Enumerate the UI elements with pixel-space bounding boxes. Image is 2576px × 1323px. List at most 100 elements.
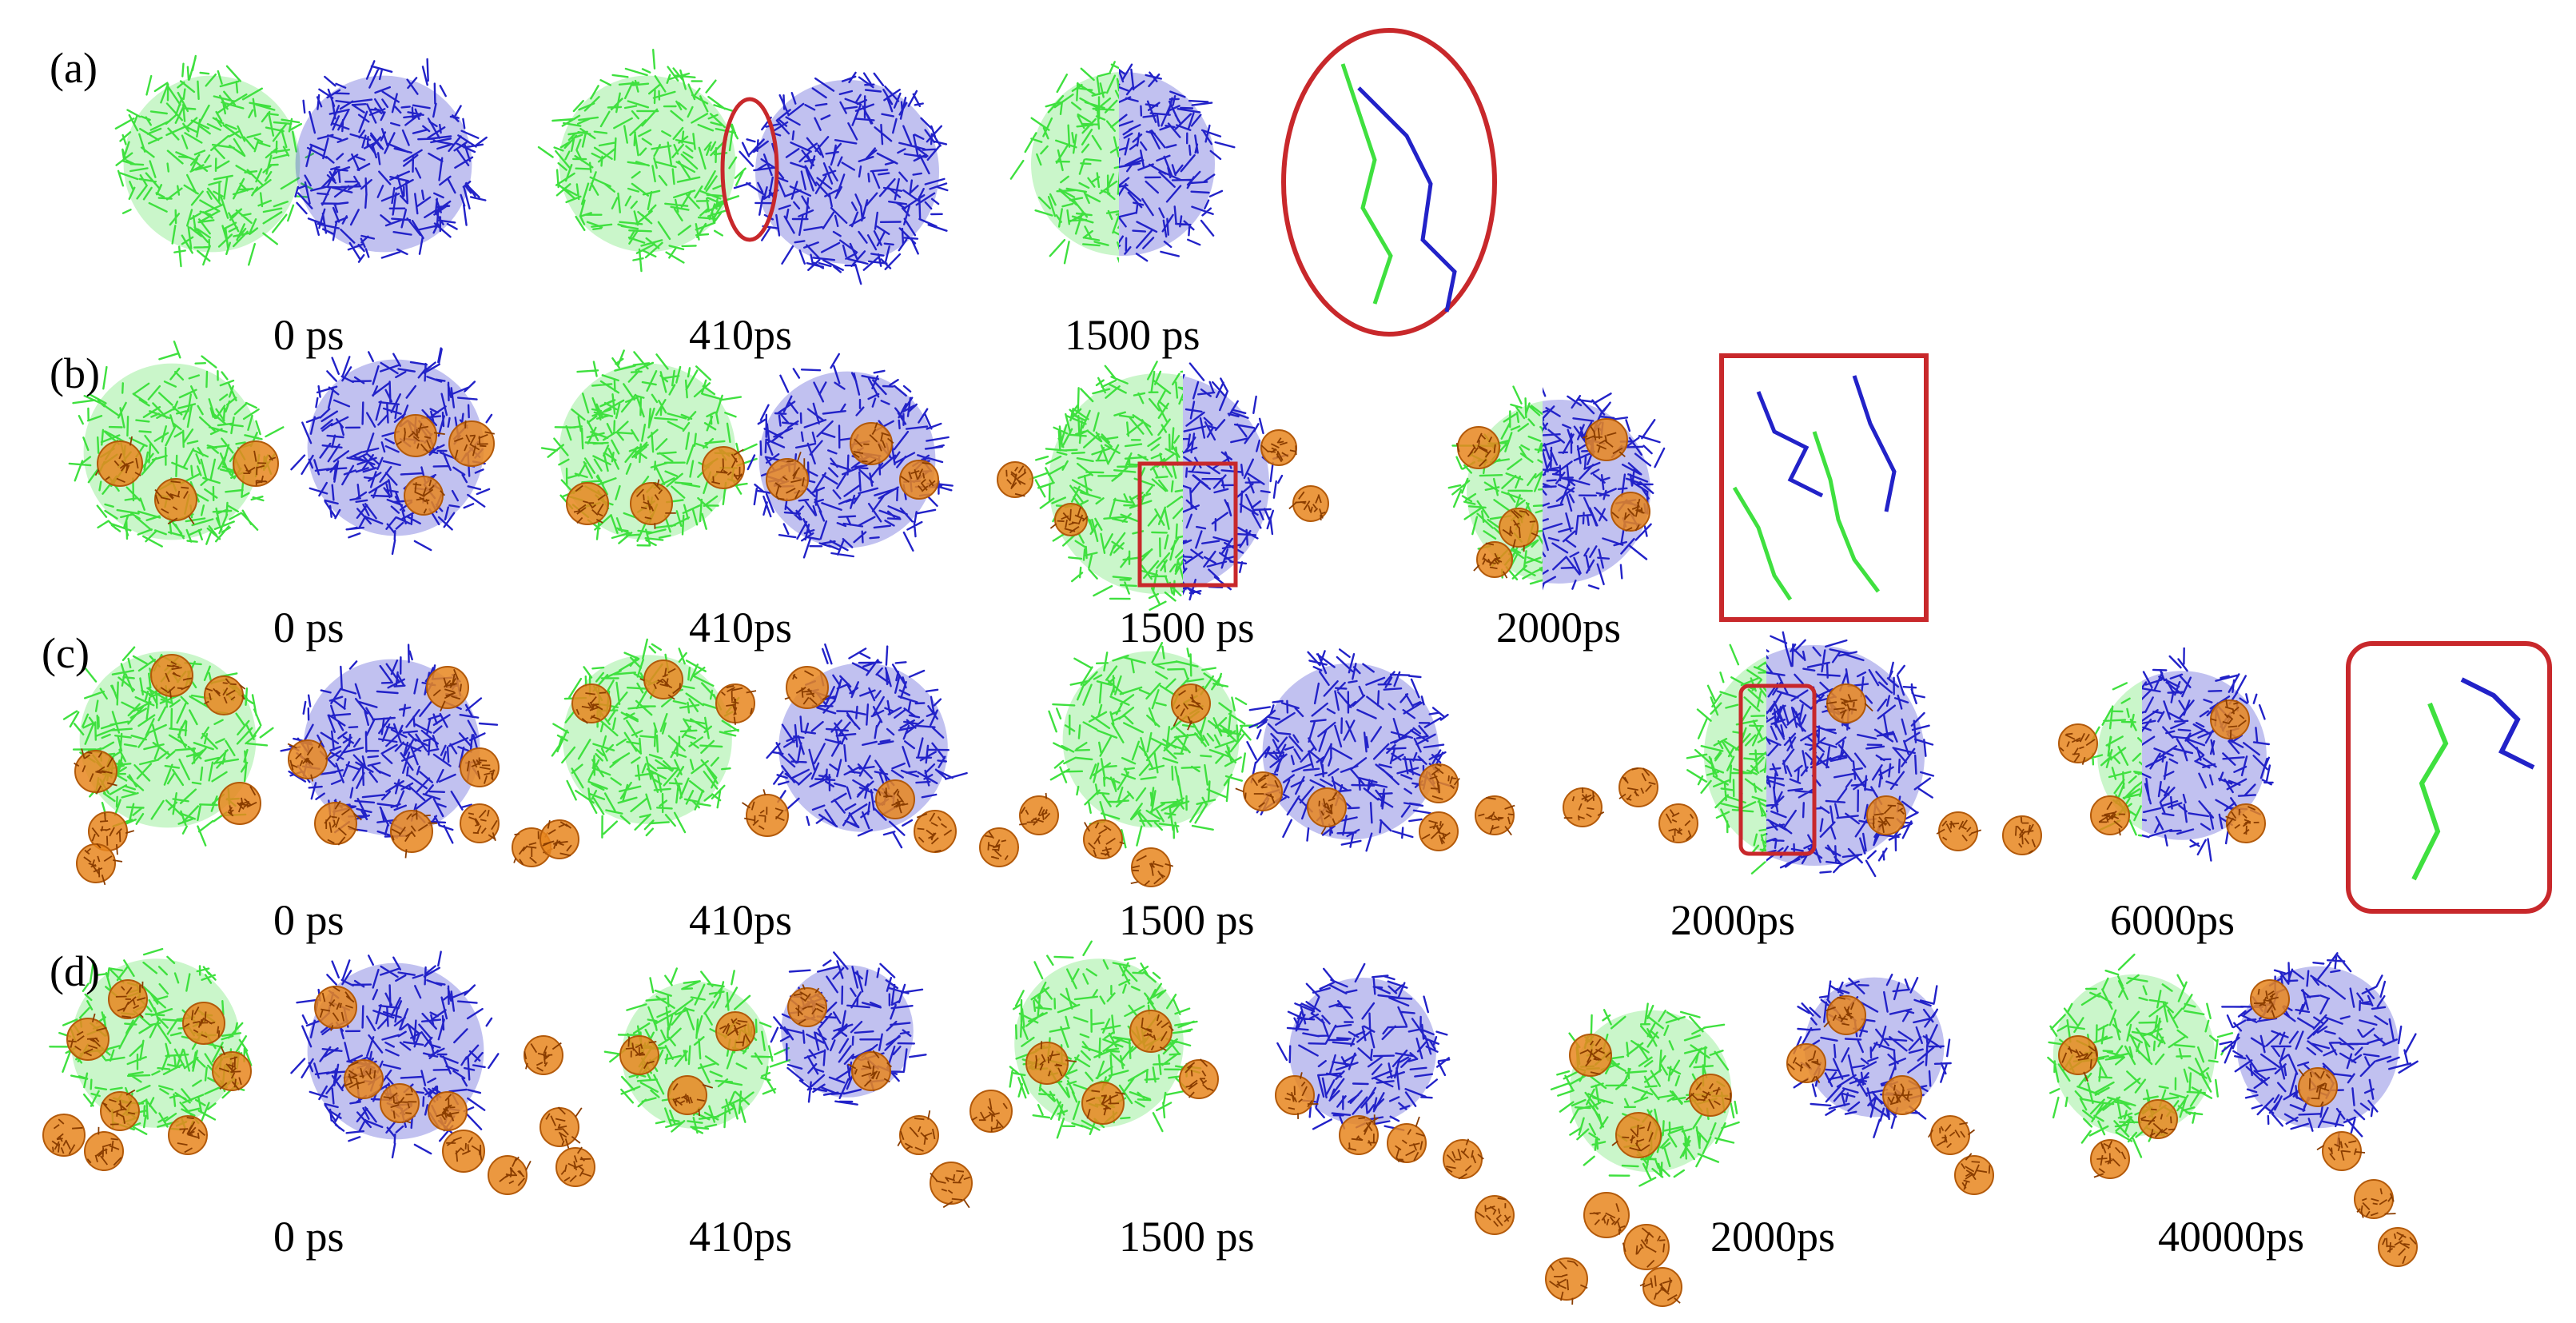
asphaltene-cluster <box>1387 1116 1427 1163</box>
asphaltene-cluster <box>1639 1267 1682 1307</box>
asphaltene-cluster <box>390 809 437 859</box>
time-label: 410ps <box>689 1213 793 1261</box>
asphaltene-cluster <box>1171 683 1211 731</box>
asphaltene-cluster <box>1569 1034 1612 1077</box>
asphaltene-cluster <box>1954 1153 1994 1195</box>
time-label: 1500 ps <box>1065 311 1200 359</box>
highlight-markers <box>720 28 2552 914</box>
asphaltene-cluster <box>715 1011 755 1051</box>
asphaltene-cluster <box>1339 1114 1379 1155</box>
asphaltene-cluster <box>766 452 809 501</box>
asphaltene-cluster <box>343 1059 384 1099</box>
asphaltene-cluster <box>1618 767 1658 807</box>
asphaltene-cluster <box>639 660 683 700</box>
green-cluster <box>2047 953 2234 1158</box>
asphaltene-cluster <box>2058 723 2098 765</box>
asphaltene-cluster <box>1882 1075 1922 1115</box>
asphaltene-cluster <box>168 1115 208 1155</box>
panel-label-d: (d) <box>50 947 100 995</box>
asphaltene-cluster <box>108 979 148 1019</box>
asphaltene-cluster <box>897 1110 939 1155</box>
zoom-inset <box>2346 641 2552 914</box>
asphaltene-cluster <box>460 747 500 787</box>
green-cluster <box>551 638 740 839</box>
time-label: 2000ps <box>1670 896 1796 944</box>
asphaltene-cluster <box>914 810 957 853</box>
green-cluster <box>537 49 747 273</box>
time-label: 0 ps <box>273 1213 344 1261</box>
green-cluster <box>1009 940 1202 1139</box>
asphaltene-cluster <box>847 1050 893 1091</box>
asphaltene-cluster <box>566 482 609 525</box>
asphaltene-cluster <box>2058 1035 2098 1082</box>
asphaltene-cluster <box>394 414 445 457</box>
asphaltene-cluster <box>1083 819 1125 859</box>
highlight-box <box>1738 683 1817 856</box>
asphaltene-cluster <box>1260 429 1297 466</box>
asphaltene-cluster <box>1235 771 1283 811</box>
asphaltene-cluster <box>1928 1115 1976 1155</box>
asphaltene-cluster <box>784 666 830 709</box>
asphaltene-cluster <box>84 1126 124 1171</box>
time-label: 6000ps <box>2110 896 2236 944</box>
time-label: 0 ps <box>273 896 344 944</box>
asphaltene-cluster <box>969 1090 1013 1133</box>
asphaltene-cluster <box>2225 803 2266 843</box>
asphaltene-cluster <box>1866 795 1906 835</box>
asphaltene-cluster <box>2378 1227 2418 1267</box>
asphaltene-cluster <box>2002 815 2042 855</box>
asphaltene-cluster <box>1129 1010 1174 1053</box>
asphaltene-cluster <box>1786 1043 1826 1084</box>
blue-cluster <box>770 951 927 1106</box>
asphaltene-cluster <box>404 476 446 516</box>
time-label: 0 ps <box>273 311 344 359</box>
asphaltene-cluster <box>1081 1082 1125 1125</box>
panel-label-a: (a) <box>50 44 98 92</box>
asphaltene-cluster <box>539 819 579 859</box>
asphaltene-cluster <box>2316 1131 2366 1171</box>
blue-cluster <box>290 950 500 1159</box>
asphaltene-cluster <box>1179 1058 1219 1099</box>
asphaltene-cluster <box>380 1083 420 1124</box>
asphaltene-cluster <box>979 827 1019 867</box>
asphaltene-cluster <box>2354 1179 2396 1219</box>
asphaltene-cluster <box>742 789 789 837</box>
asphaltene-cluster <box>442 1130 485 1173</box>
blue-cluster <box>733 71 949 285</box>
asphaltene-cluster <box>702 446 745 489</box>
asphaltene-cluster <box>875 779 915 819</box>
asphaltene-cluster <box>1610 492 1650 532</box>
panel-label-c: (c) <box>42 629 90 677</box>
time-label: 0 ps <box>273 604 344 652</box>
asphaltene-cluster <box>1288 485 1329 522</box>
panel-label-b: (b) <box>50 349 100 397</box>
highlight-box <box>1137 461 1238 588</box>
asphaltene-cluster <box>555 1146 595 1187</box>
asphaltene-cluster <box>1658 803 1698 843</box>
merged-cluster <box>1029 361 1289 611</box>
asphaltene-cluster <box>997 461 1033 498</box>
asphaltene-cluster <box>2090 795 2130 836</box>
asphaltene-cluster <box>2138 1099 2178 1139</box>
asphaltene-cluster <box>1686 1074 1732 1117</box>
merged-cluster <box>1009 61 1236 265</box>
asphaltene-cluster <box>539 1106 583 1150</box>
asphaltene-cluster <box>667 1075 714 1116</box>
zoom-inset <box>1719 353 1929 622</box>
asphaltene-cluster <box>1019 792 1059 835</box>
green-cluster <box>1048 642 1258 849</box>
asphaltene-cluster <box>524 1035 563 1075</box>
asphaltene-cluster <box>287 739 332 782</box>
asphaltene-cluster <box>715 683 757 725</box>
asphaltene-cluster <box>1049 503 1089 536</box>
asphaltene-cluster <box>2090 1139 2130 1179</box>
asphaltene-cluster <box>930 1162 973 1209</box>
asphaltene-cluster <box>218 782 261 825</box>
asphaltene-cluster <box>1419 811 1459 851</box>
asphaltene-cluster <box>426 666 469 711</box>
asphaltene-cluster <box>1307 787 1347 835</box>
blue-cluster <box>747 353 954 559</box>
molecule-clusters <box>42 49 2419 1307</box>
asphaltene-cluster <box>204 675 246 715</box>
